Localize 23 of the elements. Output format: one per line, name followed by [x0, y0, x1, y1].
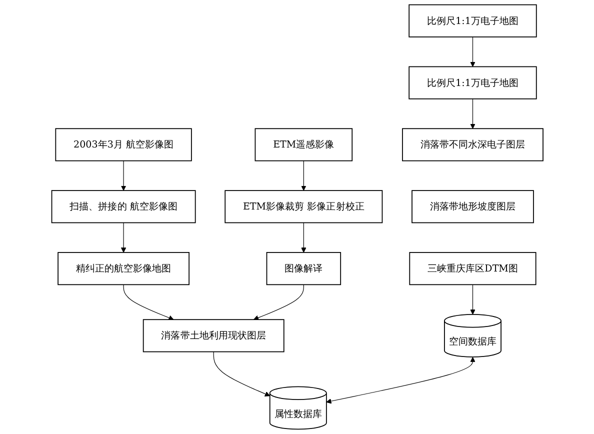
arrow: [120, 222, 126, 253]
node-box: 消落带不同水深电子图层: [402, 128, 544, 162]
arrow: [300, 160, 306, 191]
node-box: ETM遥感影像: [254, 128, 352, 162]
node-box: 图像解译: [266, 252, 341, 286]
node-box: 精纠正的航空影像地图: [57, 252, 190, 286]
node-box: 三峡重庆库区DTM图: [408, 252, 536, 286]
node-box: 消落带地形坡度图层: [411, 190, 534, 224]
arrow: [120, 160, 126, 191]
node-box: 消落带土地利用现状图层: [142, 319, 284, 352]
arrow: [470, 36, 475, 67]
node-box: 2003年3月 航空影像图: [54, 128, 192, 162]
arrow: [326, 356, 475, 404]
arrow: [122, 284, 174, 320]
arrow: [470, 284, 475, 315]
arrow: [300, 222, 306, 253]
node-box: ETM影像裁剪 影像正射校正: [224, 190, 382, 224]
arrow: [253, 284, 304, 320]
arrow: [212, 351, 270, 396]
node-box: 比例尺1:1万电子地图: [408, 4, 536, 38]
node-box: 比例尺1:1万电子地图: [408, 66, 536, 100]
arrow: [470, 98, 475, 129]
node-box: 扫描、拼接的 航空影像图: [50, 190, 196, 224]
